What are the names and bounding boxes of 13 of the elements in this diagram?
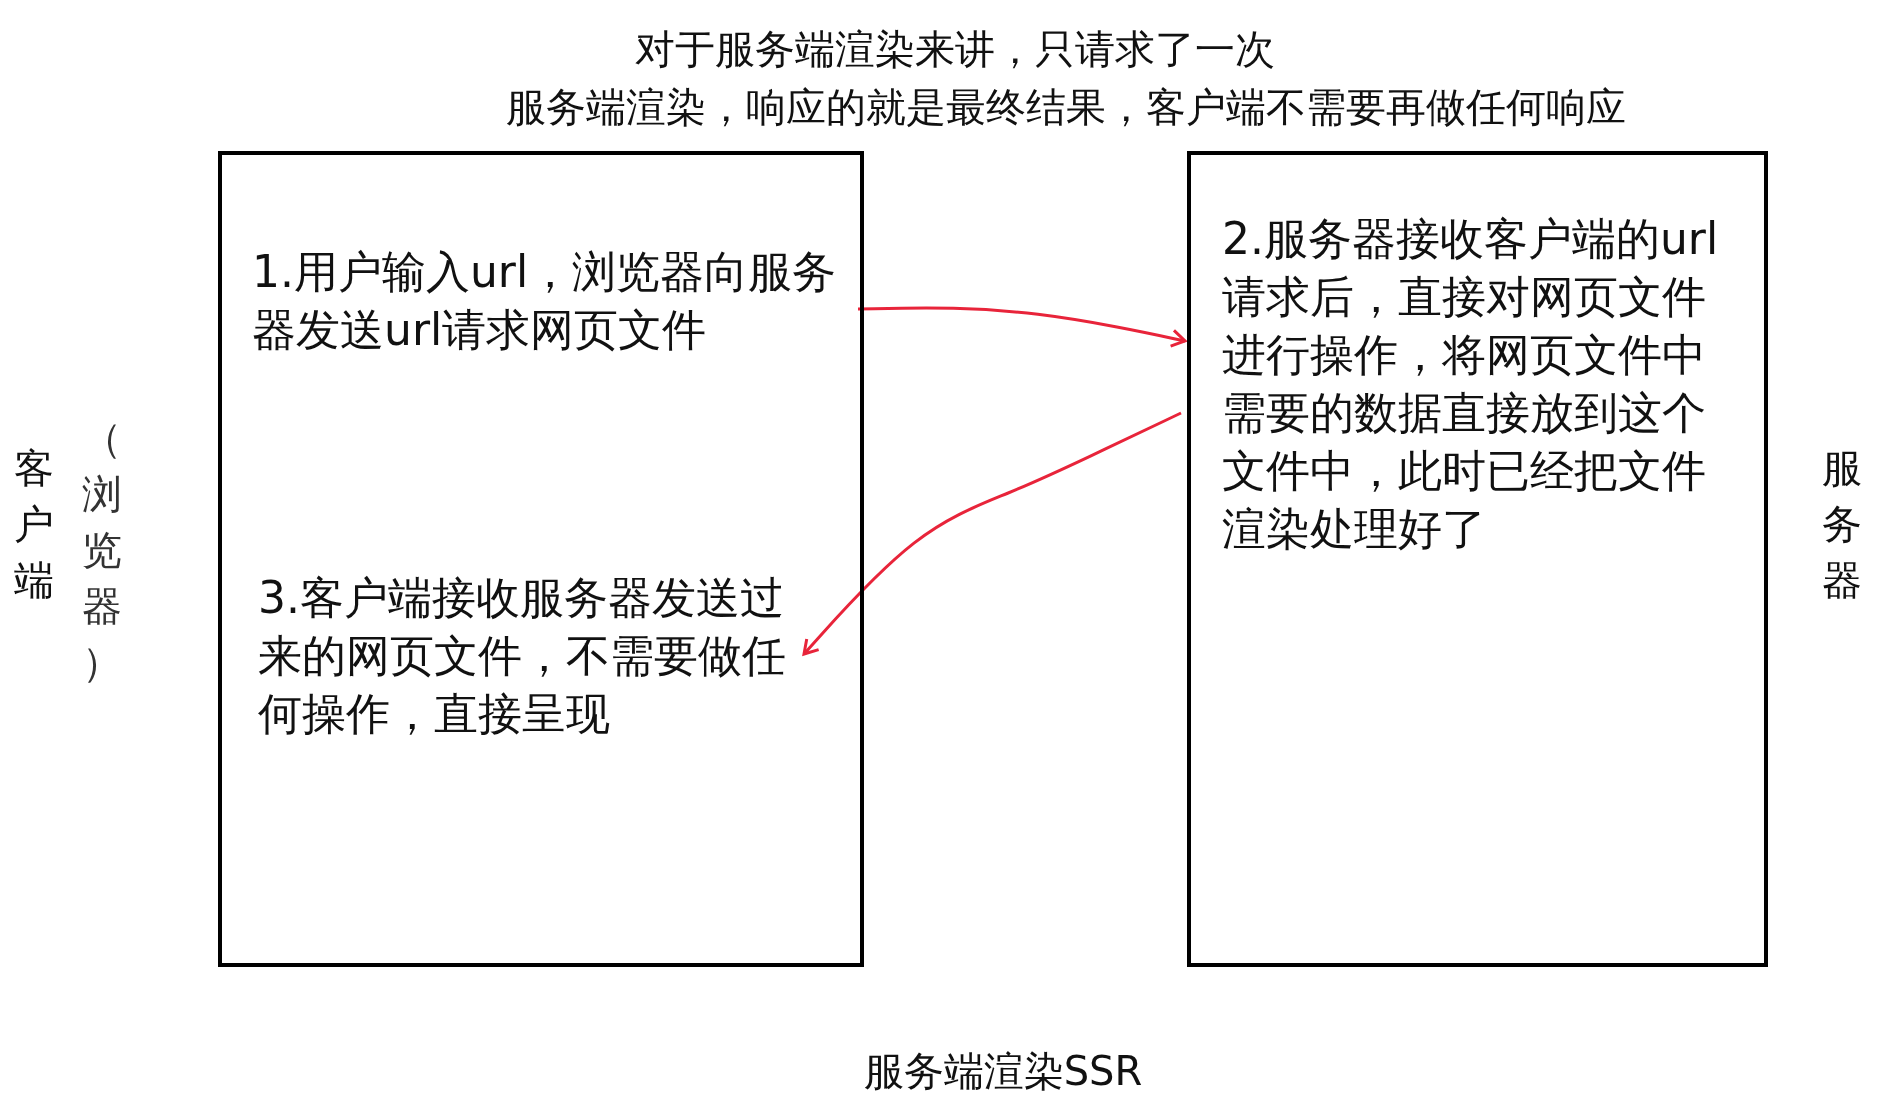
step-text: 3.客户端接收服务器发送过来的网页文件，不需要做任何操作，直接呈现 (258, 569, 798, 743)
step-text: 1.用户输入url，浏览器向服务器发送url请求网页文件 (252, 243, 852, 359)
server-box (1187, 151, 1768, 967)
note-text: 对于服务端渲染来讲，只请求了一次 (635, 25, 1275, 74)
arrow (802, 411, 1182, 656)
client-box (218, 151, 864, 967)
handwritten-note: （浏览器） (82, 414, 122, 687)
step-text: 2.服务器接收客户端的url请求后，直接对网页文件进行操作，将网页文件中需要的数据直接放到这个文件中，此时已经把文件渲染处理好了 (1222, 212, 1720, 556)
arrow (857, 306, 1187, 348)
note-text: 服务端渲染，响应的就是最终结果，客户端不需要再做任何响应 (506, 83, 1626, 132)
caption: 服务端渲染SSR (863, 1047, 1143, 1096)
server-label: 服务器 (1822, 444, 1862, 605)
client-label: 客户端 (14, 444, 54, 605)
